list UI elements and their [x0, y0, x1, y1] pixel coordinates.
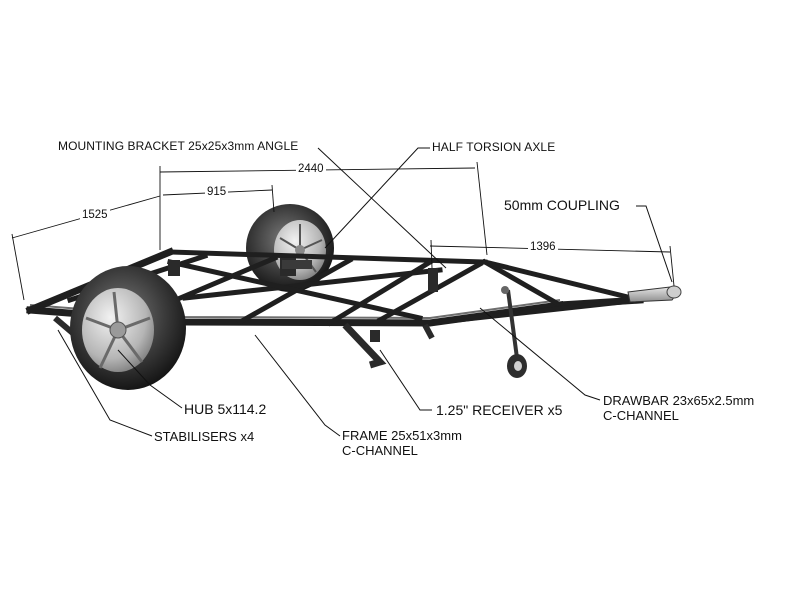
label-stabilisers: STABILISERS x4 [154, 429, 255, 444]
rear-wheel [246, 204, 334, 292]
label-frame-line2: C-CHANNEL [342, 442, 418, 458]
label-drawbar-line1: DRAWBAR 23x65x2.5mm [603, 393, 755, 408]
dimension-wheel-offset: 915 [205, 186, 229, 198]
leader-lines [57, 147, 673, 437]
label-half-torsion-axle: HALF TORSION AXLE [432, 140, 556, 154]
coupling [627, 285, 682, 303]
jockey-wheel [501, 286, 527, 378]
dimension-width: 1525 [80, 209, 110, 221]
label-frame-line1: FRAME 25x51x3mm [342, 428, 462, 443]
label-hub: HUB 5x114.2 [184, 401, 267, 417]
label-receiver: 1.25" RECEIVER x5 [436, 402, 563, 418]
label-mounting-bracket: MOUNTING BRACKET 25x25x3mm ANGLE [58, 139, 299, 153]
dimension-overall-length: 2440 [296, 163, 326, 175]
dimension-drawbar-length: 1396 [528, 241, 558, 253]
label-drawbar-line2: C-CHANNEL [603, 407, 679, 423]
front-wheel [70, 266, 186, 390]
label-drawbar: DRAWBAR 23x65x2.5mm C-CHANNEL [603, 393, 755, 424]
label-frame: FRAME 25x51x3mm C-CHANNEL [342, 428, 462, 459]
label-coupling: 50mm COUPLING [504, 197, 620, 213]
